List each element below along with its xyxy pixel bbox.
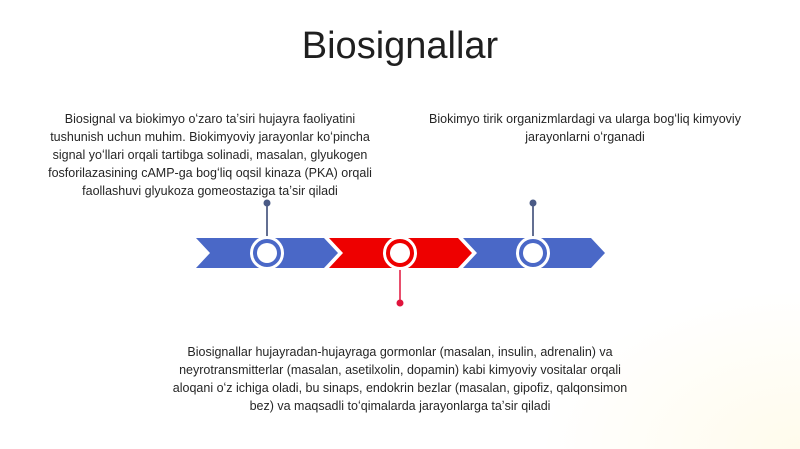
timeline-item-1-text: Biosignal va biokimyo oʻzaro taʼsiri huj… xyxy=(48,112,372,198)
timeline-marker-2-center xyxy=(390,243,410,263)
marker-1-stem-dot xyxy=(263,199,271,207)
timeline-item-2-text: Biosignallar hujayradan-hujayraga gormon… xyxy=(172,345,628,413)
marker-2-stem-dot xyxy=(396,299,404,307)
marker-3-stem-dot xyxy=(529,199,537,207)
slide-title: Biosignallar xyxy=(301,25,499,67)
timeline-item-3-text: Biokimyo tirik organizmlardagi va ularga… xyxy=(429,112,741,144)
timeline-marker-1-center xyxy=(257,243,277,263)
timeline-marker-3-center xyxy=(523,243,543,263)
